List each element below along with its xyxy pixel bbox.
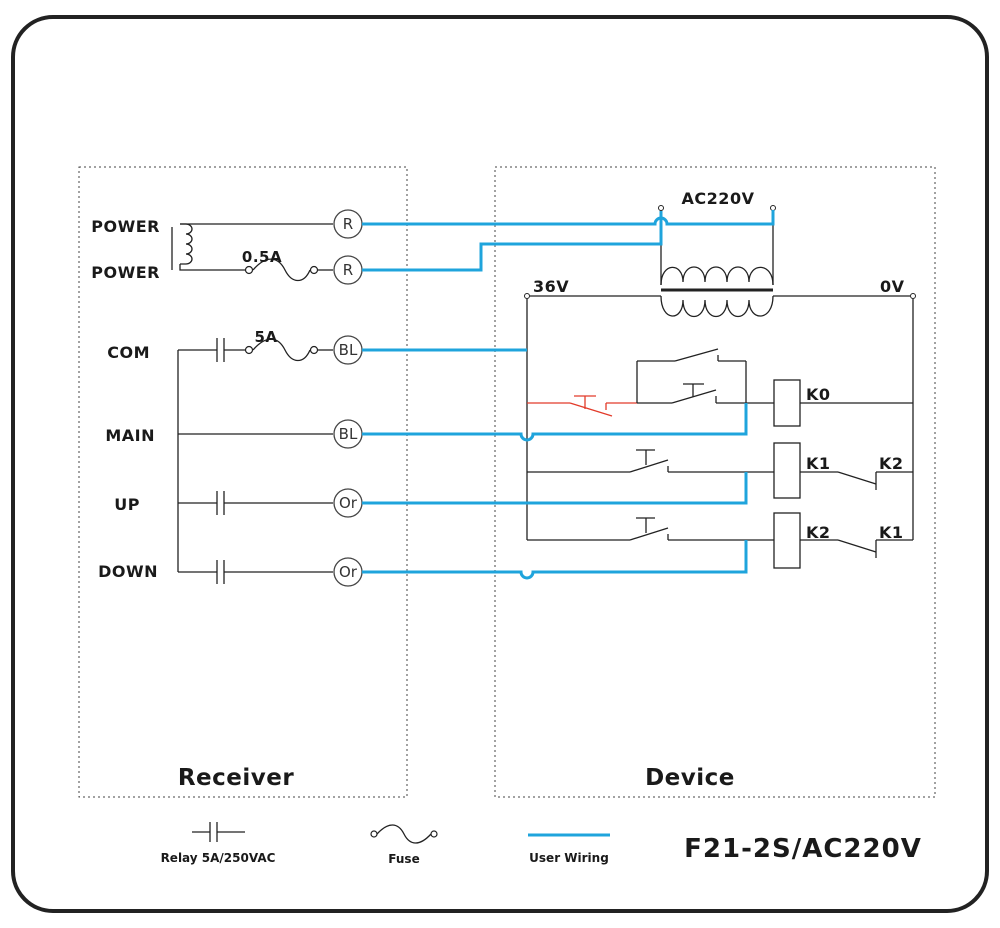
down-label: DOWN [98,562,158,581]
terminal-down: Or [333,557,363,587]
transformer-icon [660,211,774,317]
svg-text:Or: Or [339,494,358,512]
svg-text:Or: Or [339,563,358,581]
hold-contact-icon [636,348,747,403]
svg-text:R: R [343,215,353,233]
power-label-2: POWER [91,263,160,282]
down-relay-icon [178,560,333,584]
fuse-5a-label: 5A [254,328,277,346]
legend-relay-label: Relay 5A/250VAC [161,851,276,865]
user-wiring [362,210,775,580]
outer-frame [11,15,989,913]
fuse-5a-icon [244,338,333,362]
up-button-icon [527,449,774,473]
svg-text:BL: BL [339,425,358,443]
fuse-0-5a-label: 0.5A [242,248,282,266]
receiver-panel [78,166,408,798]
legend-fuse-icon [370,824,438,844]
legend-wiring-label: User Wiring [529,851,609,865]
terminal-up: Or [333,488,363,518]
ac220v-label: AC220V [682,189,755,208]
0v-label: 0V [880,277,905,296]
svg-text:R: R [343,261,353,279]
legend-relay-icon [192,822,245,842]
receiver-coil-icon [171,223,333,271]
interlock-k1-label: K1 [879,523,904,542]
coil-k2-label: K2 [806,523,831,542]
up-relay-icon [178,491,333,515]
power-label-1: POWER [91,217,160,236]
coil-k0-label: K0 [806,385,831,404]
main-label: MAIN [105,426,155,445]
coil-k1 [773,442,801,499]
device-title: Device [645,765,735,791]
model-label: F21-2S/AC220V [684,834,922,864]
terminal-main: BL [333,419,363,449]
stop-button-icon [527,395,637,417]
36v-label: 36V [533,277,569,296]
coil-k1-label: K1 [806,454,831,473]
com-label: COM [107,343,150,362]
terminal-power-2: R [333,255,363,285]
start-button-icon [637,383,774,404]
terminal-com: BL [333,335,363,365]
device-panel [494,166,936,798]
interlock-k2-icon [800,471,913,490]
down-button-icon [527,517,774,541]
interlock-k2-label: K2 [879,454,904,473]
coil-k0 [773,379,801,427]
legend-fuse-label: Fuse [388,852,419,866]
fuse-0-5a-icon [244,258,333,282]
interlock-k1-icon [800,539,913,558]
com-relay-icon [178,338,245,362]
up-label: UP [114,495,140,514]
terminal-power-1: R [333,209,363,239]
coil-k2 [773,512,801,569]
svg-text:BL: BL [339,341,358,359]
receiver-title: Receiver [178,765,295,791]
